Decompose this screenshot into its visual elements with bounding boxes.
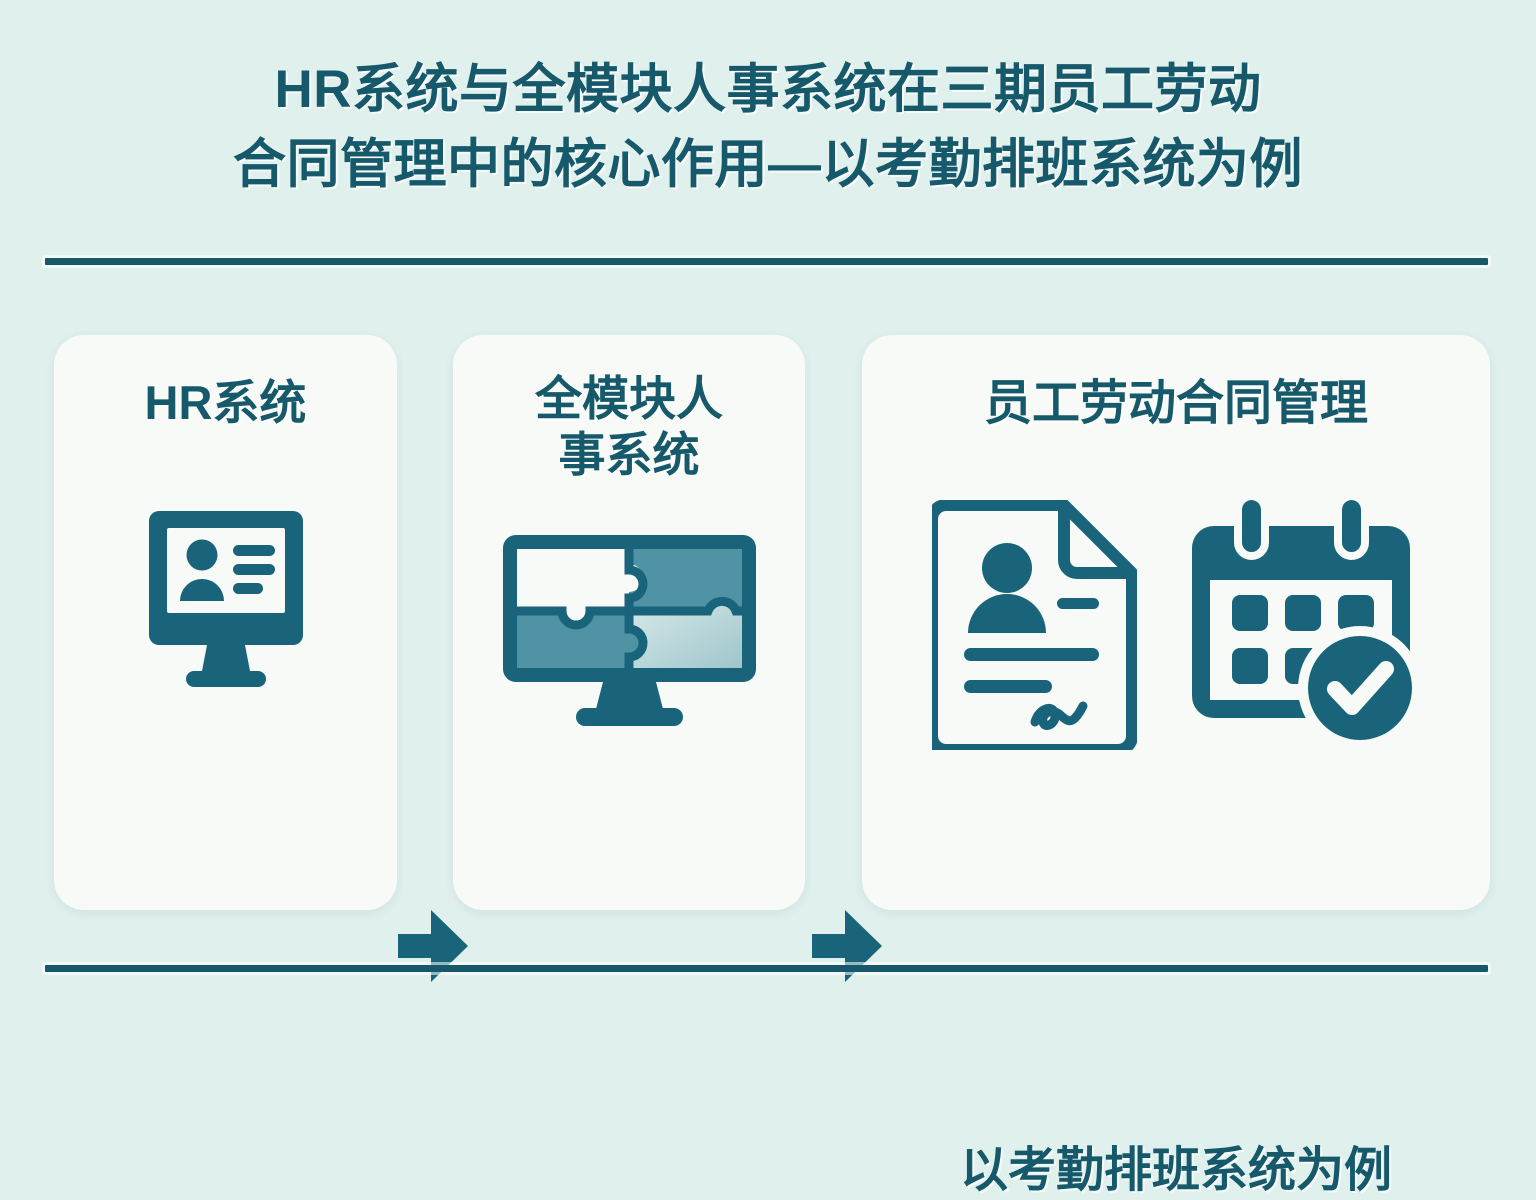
card-hr-system[interactable]: HR系统 — [54, 335, 397, 910]
page-title: HR系统与全模块人事系统在三期员工劳动 合同管理中的核心作用—以考勤排班系统为例 — [0, 52, 1536, 203]
calendar-check-icon — [1192, 492, 1422, 755]
card-employee-contract-caption: 以考勤排班系统为例 — [959, 1144, 1392, 1197]
arrow-right-icon-1 — [398, 910, 468, 987]
card-full-module-hr-title-line-1: 全模块人 — [535, 372, 723, 425]
divider-top — [45, 258, 1488, 265]
card-full-module-hr-title: 全模块人 事系统 — [453, 371, 805, 484]
arrow-right-icon-2 — [812, 910, 882, 987]
page-title-line-1: HR系统与全模块人事系统在三期员工劳动 — [274, 60, 1262, 119]
card-employee-contract-title: 员工劳动合同管理 — [983, 377, 1368, 430]
monitor-puzzle-icon — [503, 527, 756, 732]
page-title-line-2: 合同管理中的核心作用—以考勤排班系统为例 — [233, 135, 1303, 195]
card-full-module-hr-title-line-2: 事系统 — [558, 428, 700, 482]
divider-bottom — [45, 965, 1488, 972]
monitor-profile-icon — [149, 503, 303, 698]
card-row: HR系统 全模块人 — [0, 335, 1536, 1197]
card-full-module-hr[interactable]: 全模块人 事系统 — [453, 335, 805, 910]
card-hr-system-title: HR系统 — [144, 376, 307, 429]
signed-document-person-icon — [926, 499, 1138, 756]
card-employee-contract[interactable]: 员工劳动合同管理 — [862, 335, 1490, 1197]
